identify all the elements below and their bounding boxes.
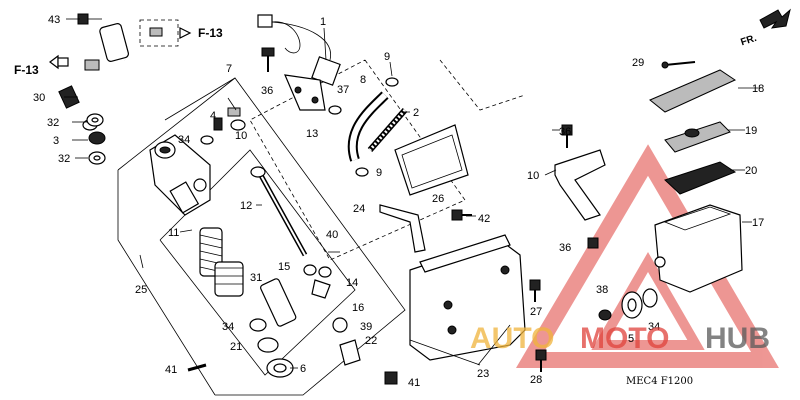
plate-20 xyxy=(664,121,731,153)
callout-8: 8 xyxy=(360,74,366,86)
watermark-text: AUTO MOTO HUB xyxy=(470,322,770,355)
callout-3: 3 xyxy=(53,135,59,147)
callout-10: 10 xyxy=(235,130,247,142)
callout-12: 11 xyxy=(168,227,179,239)
ref-f13-top: F-13 xyxy=(198,26,223,40)
callout-41b: 36 xyxy=(559,242,571,254)
diagram-code: MEC4 F1200 xyxy=(626,376,693,387)
callout-39: 40 xyxy=(326,229,338,241)
callout-15: 14 xyxy=(346,277,358,289)
callout-34a: 34 xyxy=(178,134,190,146)
bolt-35-head xyxy=(261,47,275,57)
assembly-outline-left xyxy=(117,77,406,396)
callout-1: 1 xyxy=(320,16,326,28)
callout-32b: 32 xyxy=(58,153,70,165)
ref-arrow-left xyxy=(49,54,100,71)
side-cover-24 xyxy=(409,234,526,361)
callout-27: 25 xyxy=(135,284,147,296)
callout-35: 36 xyxy=(261,85,273,97)
callout-40: 41 xyxy=(408,377,420,389)
push-rod xyxy=(250,166,308,257)
svg-text:MOTO: MOTO xyxy=(580,322,669,355)
bracket-11 xyxy=(554,124,606,249)
callout-2: 2 xyxy=(413,107,419,119)
ref-f13-left: F-13 xyxy=(14,63,39,77)
callout-6: 6 xyxy=(300,363,306,375)
clip-9-top xyxy=(385,77,399,87)
callout-17: 16 xyxy=(352,302,364,314)
callout-9a: 9 xyxy=(384,51,390,63)
callout-36b: 38 xyxy=(596,284,608,296)
callout-28a: 27 xyxy=(530,306,542,318)
callout-26: 26 xyxy=(432,193,444,205)
piston-set xyxy=(187,261,297,378)
callout-labels: 43 1 9 2 7 8 36 37 13 30 32 3 32 4 34 10… xyxy=(14,14,764,389)
callout-22: 21 xyxy=(230,341,242,353)
callout-11: 10 xyxy=(527,170,539,182)
callout-38: 41 xyxy=(165,364,177,376)
callout-13: 12 xyxy=(240,200,252,212)
callout-34b: 34 xyxy=(648,321,660,333)
callout-5: 5 xyxy=(628,333,634,345)
callout-25: 24 xyxy=(353,203,365,215)
cover-26 xyxy=(394,124,469,196)
callout-20: 19 xyxy=(745,125,757,137)
callout-43: 43 xyxy=(48,14,60,26)
callout-33: 34 xyxy=(222,321,234,333)
stay-25 xyxy=(379,204,472,253)
callout-28b: 28 xyxy=(530,374,542,386)
clip-9-bottom xyxy=(355,167,369,177)
switch-harness xyxy=(257,14,341,86)
callout-32a: 32 xyxy=(47,117,59,129)
callout-41a: 36 xyxy=(559,126,571,138)
callout-42: 42 xyxy=(478,213,490,225)
joint-5 xyxy=(598,288,658,321)
callout-14: 13 xyxy=(306,128,318,140)
washers-32-3 xyxy=(86,113,106,165)
callout-4: 4 xyxy=(210,110,216,122)
reservoir-18 xyxy=(654,204,743,293)
callout-37: 39 xyxy=(360,321,372,333)
hose-8 xyxy=(347,91,389,162)
nut-36 xyxy=(328,105,342,115)
dashed-leader-tr xyxy=(439,59,526,111)
callout-36a: 37 xyxy=(337,84,349,96)
callout-19: 18 xyxy=(752,83,764,95)
reservoir-cap-19 xyxy=(649,61,737,113)
leader-lines xyxy=(64,18,760,369)
small-parts-4-10-34 xyxy=(200,107,246,145)
callout-29: 29 xyxy=(632,57,644,69)
rod-end-parts xyxy=(303,264,398,385)
callout-24: 23 xyxy=(477,368,489,380)
callout-23: 22 xyxy=(365,335,377,347)
master-cylinder xyxy=(149,134,211,216)
callout-16: 15 xyxy=(278,261,290,273)
diaphragm-21 xyxy=(664,161,737,195)
callout-31: 31 xyxy=(250,272,262,284)
callout-30: 30 xyxy=(33,92,45,104)
bolt-43 xyxy=(77,13,102,25)
callout-7: 7 xyxy=(226,63,232,75)
front-label: FR. xyxy=(739,33,758,49)
assembly-outline-inner xyxy=(159,149,356,376)
callout-18: 17 xyxy=(752,217,764,229)
svg-text:AUTO: AUTO xyxy=(470,322,554,355)
switch-bracket-14 xyxy=(284,74,326,111)
screws-28 xyxy=(529,279,547,372)
callout-21: 20 xyxy=(745,165,757,177)
ref-arrow-top xyxy=(139,19,192,47)
callout-9b: 9 xyxy=(376,167,382,179)
front-arrow-icon xyxy=(759,8,791,29)
svg-text:HUB: HUB xyxy=(705,322,770,355)
spring-2 xyxy=(367,108,408,152)
